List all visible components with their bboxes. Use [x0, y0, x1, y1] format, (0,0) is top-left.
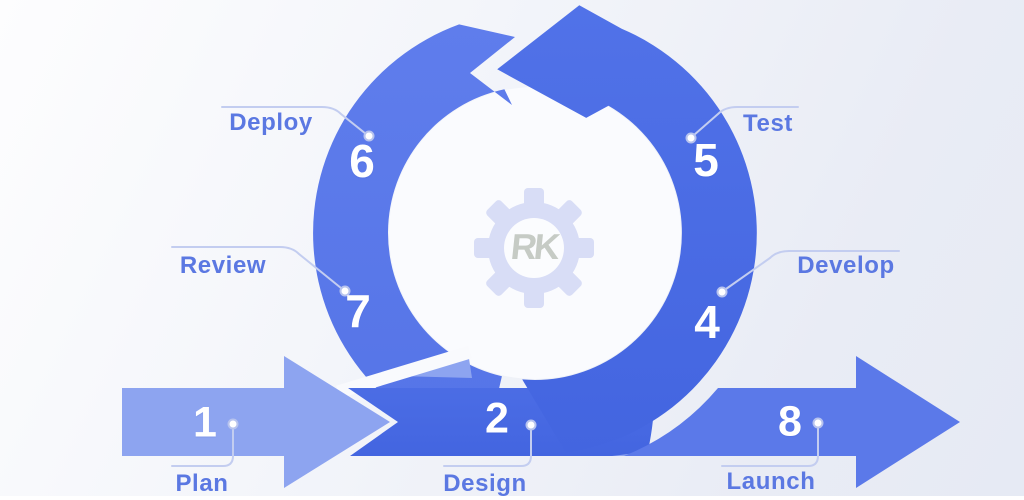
step-number-launch: 8 [778, 397, 802, 446]
cycle-gap-cut [336, 345, 472, 399]
step-number-deploy: 6 [349, 135, 375, 187]
connector-launch [721, 426, 819, 467]
step-number-develop: 4 [694, 296, 720, 348]
flow-arrow-launch [624, 356, 960, 488]
step-label-design: Design [443, 470, 527, 497]
step-number-review: 7 [345, 285, 371, 337]
connector-develop [725, 250, 900, 290]
connector-plan [171, 427, 234, 467]
gear-icon [474, 188, 594, 308]
connector-design [443, 428, 532, 467]
connector-review [171, 246, 342, 289]
connector-dot-launch [812, 417, 824, 429]
logo-monogram: RK [508, 226, 560, 267]
connector-dot-plan [227, 418, 239, 430]
cycle-arrow-left-segment [313, 24, 515, 450]
connector-test [693, 106, 799, 136]
step-label-deploy: Deploy [229, 109, 313, 136]
step-label-test: Test [743, 110, 793, 137]
step-number-test: 5 [693, 134, 719, 186]
connector-dot-develop [716, 286, 728, 298]
step-label-plan: Plan [175, 470, 229, 497]
connector-dot-review [339, 285, 351, 297]
cycle-arrow-right-segment [497, 5, 757, 453]
step-label-launch: Launch [726, 468, 816, 495]
step-label-develop: Develop [797, 252, 895, 279]
connector-dot-deploy [363, 130, 375, 142]
connector-dot-design [525, 419, 537, 431]
step-number-design: 2 [485, 394, 509, 443]
step-number-plan: 1 [193, 398, 217, 447]
connector-dot-test [685, 132, 697, 144]
connector-deploy [221, 106, 367, 135]
flow-arrow-plan [122, 356, 390, 488]
bottom-white-strip [0, 496, 1024, 500]
step-label-review: Review [179, 252, 267, 279]
